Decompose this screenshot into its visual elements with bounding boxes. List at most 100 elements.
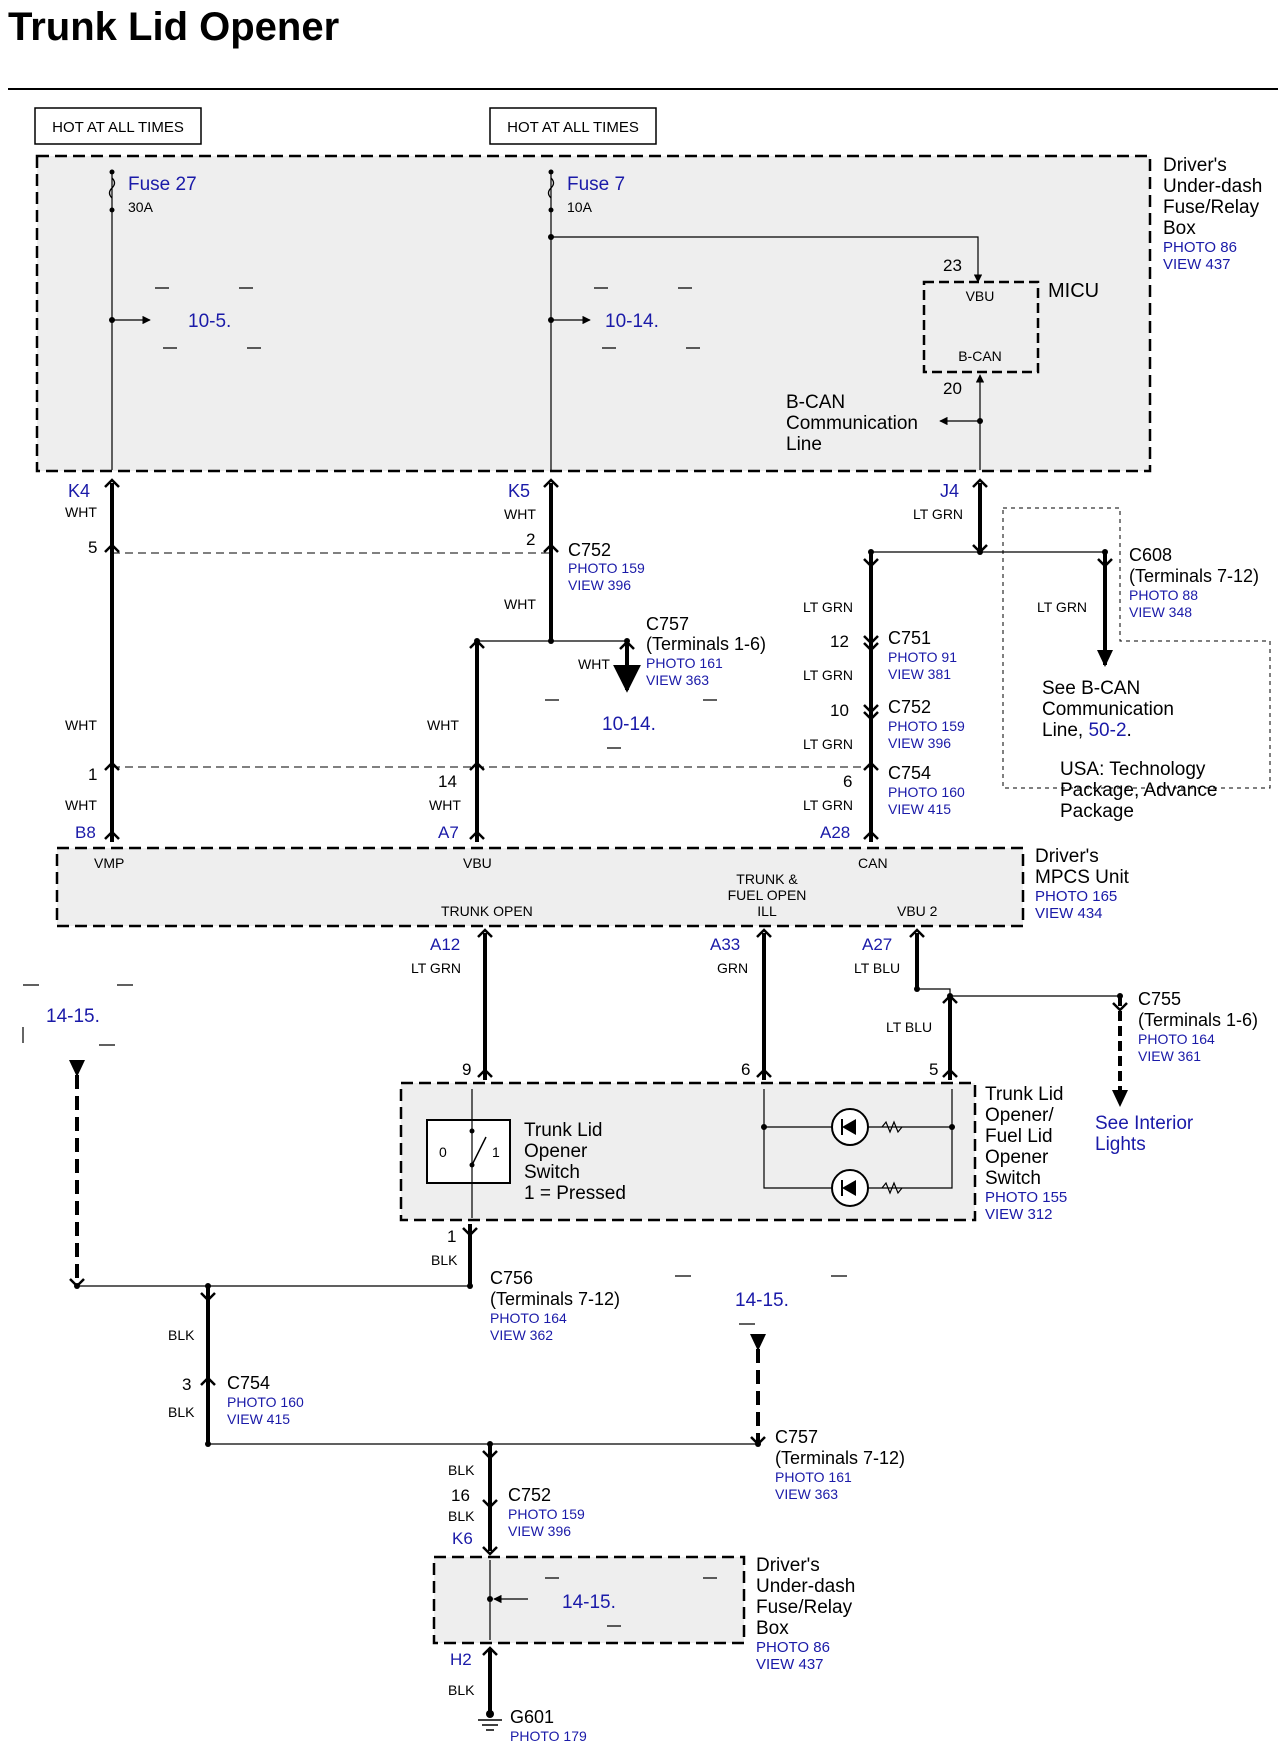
c752-bot-name: C752	[508, 1485, 551, 1505]
hot-box-1: HOT AT ALL TIMES	[34, 107, 202, 145]
usa-package-boundary	[1002, 507, 1271, 789]
mpcs-tf-3: ILL	[757, 903, 777, 919]
mpcs-label-2: MPCS Unit	[1035, 867, 1130, 888]
page-title: Trunk Lid Opener	[8, 5, 339, 49]
interior-link-1[interactable]: See Interior	[1095, 1113, 1194, 1134]
micu-label: MICU	[1048, 280, 1099, 302]
bcan-ref-3: Line, 50-2.	[1042, 720, 1132, 741]
svg-text:Box: Box	[1163, 218, 1196, 239]
c752-top-name: C752	[568, 540, 611, 560]
svg-text:Fuse/Relay: Fuse/Relay	[1163, 197, 1260, 218]
c756-photo[interactable]: PHOTO 164	[490, 1310, 567, 1326]
mpcs-vbu2: VBU 2	[897, 903, 938, 919]
mpcs-label-1: Driver's	[1035, 846, 1099, 867]
g601-photo[interactable]: PHOTO 179	[510, 1728, 587, 1744]
pin-1: 1	[88, 765, 97, 784]
fuse-relay-box-bottom	[432, 1555, 746, 1645]
c608-view[interactable]: VIEW 348	[1129, 604, 1192, 620]
c608-photo[interactable]: PHOTO 88	[1129, 587, 1198, 603]
ref-link-10-14-top[interactable]: 10-14.	[605, 311, 659, 332]
wire-color-blk-5: BLK	[448, 1508, 475, 1524]
ref-link-14-15-bottom[interactable]: 14-15.	[562, 1592, 616, 1613]
c752-bot-view[interactable]: VIEW 396	[508, 1523, 571, 1539]
c757-top-photo[interactable]: PHOTO 161	[646, 655, 723, 671]
mpcs-vmp: VMP	[94, 855, 124, 871]
wire-color-j4: LT GRN	[913, 506, 963, 522]
svg-text:VIEW 312: VIEW 312	[985, 1206, 1053, 1223]
c751-photo[interactable]: PHOTO 91	[888, 649, 957, 665]
c756-view[interactable]: VIEW 362	[490, 1327, 553, 1343]
micu-bcan-label: B-CAN	[958, 348, 1002, 364]
wire-color-k4: WHT	[65, 504, 97, 520]
svg-text:VIEW 437: VIEW 437	[1163, 256, 1231, 273]
mpcs-view[interactable]: VIEW 434	[1035, 905, 1103, 922]
c756-sub: (Terminals 7-12)	[490, 1289, 620, 1309]
fuse-7-label: Fuse 7	[567, 174, 625, 195]
c754-top-photo[interactable]: PHOTO 160	[888, 784, 965, 800]
wire-color-k5: WHT	[504, 506, 536, 522]
wire-color-left-mid: WHT	[65, 717, 97, 733]
resistor-icon-2	[881, 1181, 903, 1195]
terminal-j4: J4	[940, 481, 959, 501]
bcan-ref-2: Communication	[1042, 699, 1174, 720]
c757-bot-photo[interactable]: PHOTO 161	[775, 1469, 852, 1485]
interior-link-2[interactable]: Lights	[1095, 1134, 1146, 1155]
c757-top-view[interactable]: VIEW 363	[646, 672, 709, 688]
c754-top-name: C754	[888, 763, 931, 783]
terminal-h2: H2	[450, 1650, 472, 1669]
mpcs-photo[interactable]: PHOTO 165	[1035, 888, 1117, 905]
svg-text:Under-dash: Under-dash	[1163, 176, 1262, 197]
c757-bot-view[interactable]: VIEW 363	[775, 1486, 838, 1502]
c754-bot-photo[interactable]: PHOTO 160	[227, 1394, 304, 1410]
c751-name: C751	[888, 628, 931, 648]
ref-link-10-14-mid[interactable]: 10-14.	[602, 714, 656, 735]
c755-view[interactable]: VIEW 361	[1138, 1048, 1201, 1064]
g601-name: G601	[510, 1707, 554, 1727]
ref-link-14-15-left[interactable]: 14-15.	[46, 1006, 100, 1027]
fuse-27-label: Fuse 27	[128, 174, 197, 195]
c752-top-photo[interactable]: PHOTO 159	[568, 560, 645, 576]
c752-mid-view[interactable]: VIEW 396	[888, 735, 951, 751]
wire-color-can-4: LT GRN	[803, 797, 853, 813]
pin-6: 6	[843, 772, 852, 791]
c752-bot-photo[interactable]: PHOTO 159	[508, 1506, 585, 1522]
svg-text:Fuse/Relay: Fuse/Relay	[756, 1597, 853, 1618]
c608-sub: (Terminals 7-12)	[1129, 566, 1259, 586]
c754-bot-view[interactable]: VIEW 415	[227, 1411, 290, 1427]
svg-text:PHOTO 155: PHOTO 155	[985, 1189, 1067, 1206]
fuse-relay-box-top-label: Driver's Under-dash Fuse/Relay Box PHOTO…	[1163, 155, 1262, 273]
ref-link-14-15-right[interactable]: 14-15.	[735, 1290, 789, 1311]
c755-photo[interactable]: PHOTO 164	[1138, 1031, 1215, 1047]
svg-text:Driver's: Driver's	[1163, 155, 1227, 176]
pin-9: 9	[462, 1060, 471, 1079]
wire-color-mid: WHT	[427, 717, 459, 733]
pin-6-switch: 6	[741, 1060, 750, 1079]
mpcs-can: CAN	[858, 855, 888, 871]
fuse-27-rating: 30A	[128, 199, 154, 215]
ref-link-10-5[interactable]: 10-5.	[188, 311, 231, 332]
pin-12: 12	[830, 632, 849, 651]
mpcs-vbu: VBU	[463, 855, 492, 871]
wire-color-blk-1: BLK	[431, 1252, 458, 1268]
svg-text:Trunk Lid: Trunk Lid	[985, 1084, 1064, 1105]
wire-color-blk-2: BLK	[168, 1327, 195, 1343]
c751-view[interactable]: VIEW 381	[888, 666, 951, 682]
mpcs-tf-2: FUEL OPEN	[728, 887, 807, 903]
terminal-k5: K5	[508, 481, 530, 501]
c752-top-view[interactable]: VIEW 396	[568, 577, 631, 593]
c752-mid-photo[interactable]: PHOTO 159	[888, 718, 965, 734]
bcan-ref-link[interactable]: 50-2	[1088, 720, 1126, 741]
wire-color-can-1: LT GRN	[803, 599, 853, 615]
wire-color-blk-4: BLK	[448, 1462, 475, 1478]
hot-box-2: HOT AT ALL TIMES	[489, 107, 657, 145]
pin-10: 10	[830, 701, 849, 720]
svg-text:PHOTO 86: PHOTO 86	[756, 1639, 830, 1656]
svg-text:PHOTO 86: PHOTO 86	[1163, 239, 1237, 256]
c754-top-view[interactable]: VIEW 415	[888, 801, 951, 817]
c757-bot-sub: (Terminals 7-12)	[775, 1448, 905, 1468]
micu-vbu-label: VBU	[966, 288, 995, 304]
micu-pin-23: 23	[943, 256, 962, 275]
switch-label-4: 1 = Pressed	[524, 1183, 626, 1204]
bcan-line-label-3: Line	[786, 434, 822, 455]
